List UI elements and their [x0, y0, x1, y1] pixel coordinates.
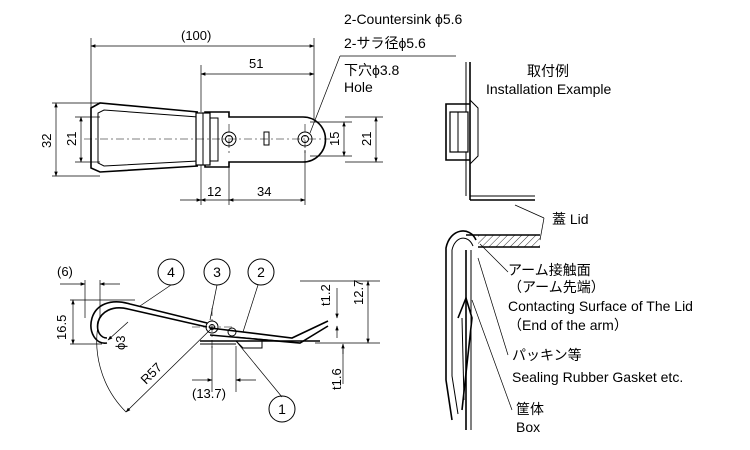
part-number-3: 3 [213, 264, 221, 280]
dim-thickness-1-6: t1.6 [329, 368, 344, 390]
dim-height-12-7: 12.7 [351, 280, 366, 305]
dim-width-21-left: 21 [64, 132, 79, 146]
dim-overall-length: (100) [181, 28, 211, 43]
lid-label: 蓋 Lid [552, 211, 589, 227]
contact-surface-label: Contacting Surface of The Lid [508, 298, 693, 314]
dim-13-7: (13.7) [192, 386, 226, 401]
dim-hook-phi3: ϕ3 [113, 335, 128, 350]
installation-title: Installation Example [486, 81, 612, 97]
gasket-label: Sealing Rubber Gasket etc. [512, 369, 683, 385]
hole-label: Hole [344, 79, 373, 95]
side-view: 4 3 2 1 (6) 16.5 ϕ3 R57 (13.7) t1.2 12.7… [54, 258, 380, 423]
hole-diameter-label-jp: 下穴ϕ3.8 [344, 62, 400, 78]
contact-surface-label-jp: アーム接触面 [508, 262, 591, 278]
balloon-part-4 [157, 258, 185, 286]
balloon-part-2 [247, 258, 275, 286]
hole-countersink-label: 2-Countersink ϕ5.6 [344, 11, 463, 27]
dim-12: 12 [207, 184, 221, 199]
installation-example: 取付例 Installation Example 蓋 Lid アーム接触面 [445, 62, 693, 435]
dim-width-21-right: 21 [359, 132, 374, 146]
dim-hook-6: (6) [57, 264, 73, 279]
dim-thickness-1-2: t1.2 [318, 284, 333, 306]
dim-radius-r57: R57 [138, 360, 165, 387]
box-label: Box [516, 419, 540, 435]
part-number-4: 4 [167, 264, 175, 280]
balloon-part-3 [203, 258, 231, 286]
contact-surface-note: （End of the arm） [508, 317, 628, 333]
part-number-1: 1 [278, 401, 286, 417]
contact-surface-note-jp: （アーム先端） [508, 279, 605, 295]
dim-length-51: 51 [249, 56, 263, 71]
gasket-label-jp: パッキン等 [512, 347, 582, 363]
dim-34: 34 [257, 184, 271, 199]
balloon-part-1 [268, 395, 296, 423]
installation-title-jp: 取付例 [527, 63, 569, 79]
hole-countersink-label-jp: 2-サラ径ϕ5.6 [344, 35, 426, 51]
dim-hole-pitch-15: 15 [327, 132, 342, 146]
dim-height-16-5: 16.5 [54, 315, 69, 340]
box-label-jp: 筐体 [516, 401, 544, 417]
top-view: (100) 51 32 21 15 21 12 34 2-Countersink… [39, 11, 463, 205]
part-number-2: 2 [257, 264, 265, 280]
dim-width-32: 32 [39, 134, 54, 148]
